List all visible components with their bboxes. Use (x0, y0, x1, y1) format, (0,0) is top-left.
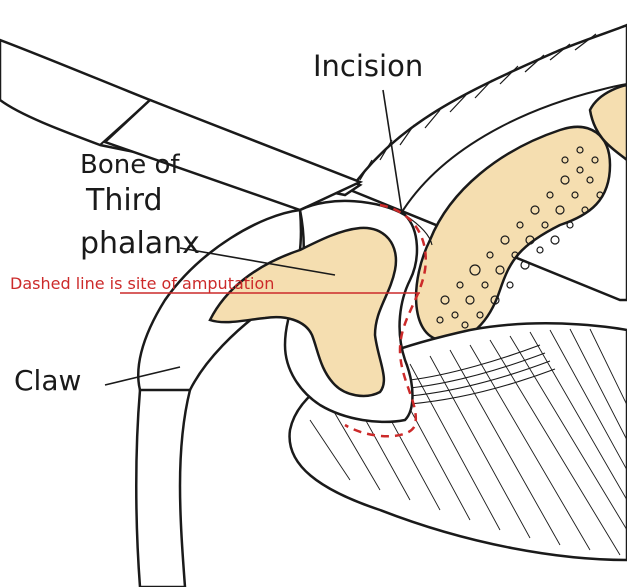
bone-label-line1: Bone of (80, 152, 180, 178)
amputation-annotation: Dashed line is site of amputation (10, 276, 274, 292)
bone-label-line2: Third (86, 186, 163, 216)
claw-tip (136, 390, 190, 587)
incision-label: Incision (313, 52, 423, 81)
claw-label: Claw (14, 367, 81, 395)
bone-label-line3: phalanx (80, 229, 200, 259)
